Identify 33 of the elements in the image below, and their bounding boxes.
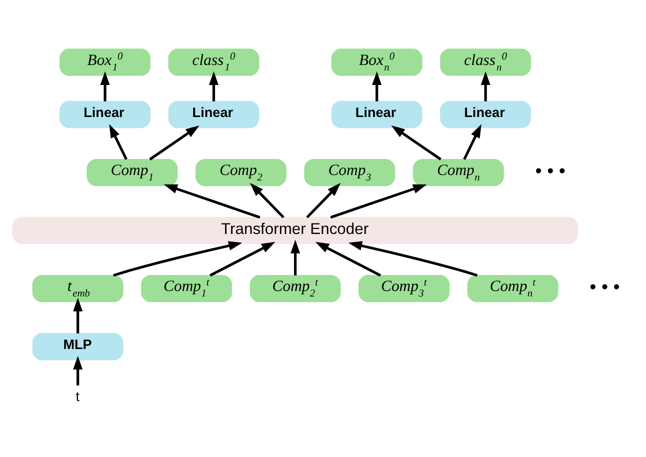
arrow — [210, 241, 276, 276]
arrow — [315, 241, 382, 276]
label: • • • — [590, 276, 620, 297]
arrow — [480, 70, 490, 101]
arrow — [306, 182, 341, 218]
arrow — [290, 239, 300, 275]
node-box: Linear — [168, 100, 260, 128]
arrow — [348, 240, 478, 276]
arrow — [149, 124, 200, 160]
node-box: Comp$_{n}$ — [412, 158, 504, 186]
arrow — [73, 355, 83, 385]
arrow — [372, 70, 382, 101]
node-box: Transformer Encoder — [12, 216, 578, 244]
node-box: Linear — [440, 100, 532, 128]
node-box: t$_{emb}$ — [32, 274, 124, 302]
node-box: Comp$_{1}$ — [86, 158, 178, 186]
arrow — [208, 70, 219, 101]
arrow — [73, 297, 83, 333]
node-box: MLP — [32, 332, 124, 360]
arrow — [330, 184, 427, 218]
node-box: Linear — [331, 100, 422, 128]
arrow — [463, 124, 482, 160]
arrow — [250, 182, 284, 218]
arrow — [109, 124, 128, 160]
arrow — [113, 240, 242, 276]
arrow — [164, 184, 260, 218]
arrow — [100, 70, 110, 101]
node-box: Comp$_{2}$ — [195, 158, 286, 186]
node-box: Comp$_{3}$ — [304, 158, 396, 186]
node-box: Linear — [60, 100, 150, 128]
label: • • • — [535, 160, 566, 181]
arrow — [391, 124, 442, 160]
node-text: t — [76, 388, 80, 404]
